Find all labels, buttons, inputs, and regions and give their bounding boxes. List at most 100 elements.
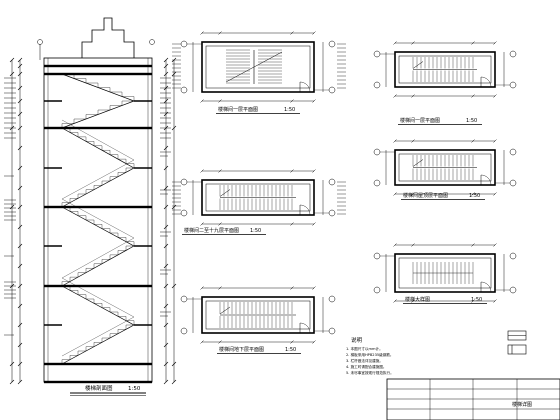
axis-bubble — [180, 40, 188, 48]
dimension-tick — [393, 299, 397, 303]
dimension-tick — [17, 185, 23, 191]
handrail — [61, 316, 135, 357]
dimension-tick — [163, 361, 169, 367]
axis-bubble — [180, 295, 188, 303]
note-line: 4. 施工时请配合建施图。 — [346, 364, 387, 369]
axis-bubble — [509, 50, 517, 58]
dimension-tick — [17, 145, 23, 151]
note-line: 3. 栏杆做法详见建施。 — [346, 358, 383, 363]
section-outline — [43, 57, 153, 383]
dimension-tick — [312, 31, 316, 35]
axis-bubble — [180, 327, 188, 335]
dimension-tick — [17, 63, 23, 69]
plan-title: 楼梯间地下层平面图 — [219, 346, 264, 353]
dimension-tick — [9, 361, 15, 367]
dimension-tick — [9, 71, 15, 77]
stair-flight — [61, 127, 135, 169]
section-frame — [37, 39, 155, 383]
dimension-tick — [9, 379, 15, 385]
notes-heading: 说明 — [351, 336, 363, 344]
dimension-tick — [471, 299, 475, 303]
door-swing — [480, 76, 492, 88]
dimension-tick — [290, 169, 294, 173]
plan-outer-wall — [394, 253, 496, 293]
axis-bubble — [509, 148, 517, 156]
plan-title: 楼梯大样图 — [405, 296, 430, 303]
dimension-tick — [200, 99, 204, 103]
dimension-tick — [163, 63, 169, 69]
dimension-tick — [163, 185, 169, 191]
dimension-tick — [200, 169, 204, 173]
dimension-tick — [163, 145, 169, 151]
dimension-tick — [411, 243, 415, 247]
stair-section: 楼梯剖面图 1:50 — [4, 17, 177, 396]
section-title: 楼梯剖面图 — [85, 384, 113, 392]
flight-steps — [61, 324, 134, 364]
dimension-tick — [17, 71, 23, 77]
door-swing — [480, 281, 492, 293]
flight-steps — [62, 206, 135, 246]
dimension-tick — [163, 57, 169, 63]
dimension-tick — [493, 243, 497, 247]
dimension-tick — [163, 243, 169, 249]
dimension-tick — [290, 286, 294, 290]
flight-line — [61, 245, 135, 287]
title-block-label: 楼梯详图 — [512, 401, 532, 408]
axis-bubble — [149, 39, 155, 45]
dimension-tick — [17, 243, 23, 249]
axis-bubble — [509, 179, 517, 187]
door-swing — [480, 174, 492, 186]
dimension-tick — [163, 111, 169, 117]
axis-bubble — [373, 148, 381, 156]
stair-flight — [61, 167, 135, 208]
dimension-tick — [471, 94, 475, 98]
notes-lines: 1. 本图尺寸以mm计。2. 梯板采用HPB235级钢筋。3. 栏杆做法详见建施… — [346, 346, 394, 375]
dimension-tick — [393, 243, 397, 247]
handrail — [61, 237, 135, 279]
dimension-tick — [312, 286, 316, 290]
floor-slab — [44, 284, 152, 288]
plan-scale: 1:50 — [250, 228, 261, 234]
note-line: 5. 未尽事宜按现行规范执行。 — [346, 370, 394, 375]
general-notes: 说明 1. 本图尺寸以mm计。2. 梯板采用HPB235级钢筋。3. 栏杆做法详… — [346, 336, 394, 375]
dimension-tick — [312, 169, 316, 173]
dimension-tick — [163, 71, 169, 77]
dimension-tick — [163, 224, 169, 230]
flight-steps — [61, 100, 134, 128]
dimension-tick — [17, 283, 23, 289]
flight-line — [61, 167, 135, 208]
plan-title: 楼梯间一层平面图 — [218, 106, 258, 113]
plan-title: 楼梯间二至十九层平面图 — [184, 227, 239, 234]
flight-steps — [62, 127, 135, 168]
stair-flight — [61, 100, 135, 129]
floor-slab — [44, 380, 152, 384]
dimension-tick — [393, 94, 397, 98]
plan-scale: 1:50 — [471, 297, 482, 303]
note-line: 1. 本图尺寸以mm计。 — [346, 346, 383, 351]
axis-bubble — [180, 178, 188, 186]
note-line: 2. 梯板采用HPB235级钢筋。 — [346, 352, 394, 357]
section-stair-flights — [61, 73, 135, 365]
dimension-tick — [163, 263, 169, 269]
plan-outer-wall — [394, 149, 496, 186]
dimension-tick — [393, 192, 397, 196]
dimension-tick — [17, 342, 23, 348]
dimension-tick — [17, 204, 23, 210]
floor-slab — [44, 72, 152, 76]
stair-plan-2: 楼梯间二至十九层平面图 1:50 — [172, 169, 346, 235]
flight-steps — [62, 285, 135, 325]
plan-inner-wall — [398, 257, 492, 289]
plan-outer-wall — [201, 41, 315, 93]
axis-bubble — [509, 252, 517, 260]
stair-flight — [61, 324, 135, 365]
flight-line — [61, 324, 135, 365]
section-scale: 1:50 — [128, 386, 141, 392]
dimension-tick — [163, 322, 169, 328]
dimension-tick — [17, 322, 23, 328]
dimension-tick — [411, 41, 415, 45]
dimension-tick — [411, 299, 415, 303]
dimension-tick — [163, 204, 169, 210]
plan-inner-wall — [398, 153, 492, 182]
